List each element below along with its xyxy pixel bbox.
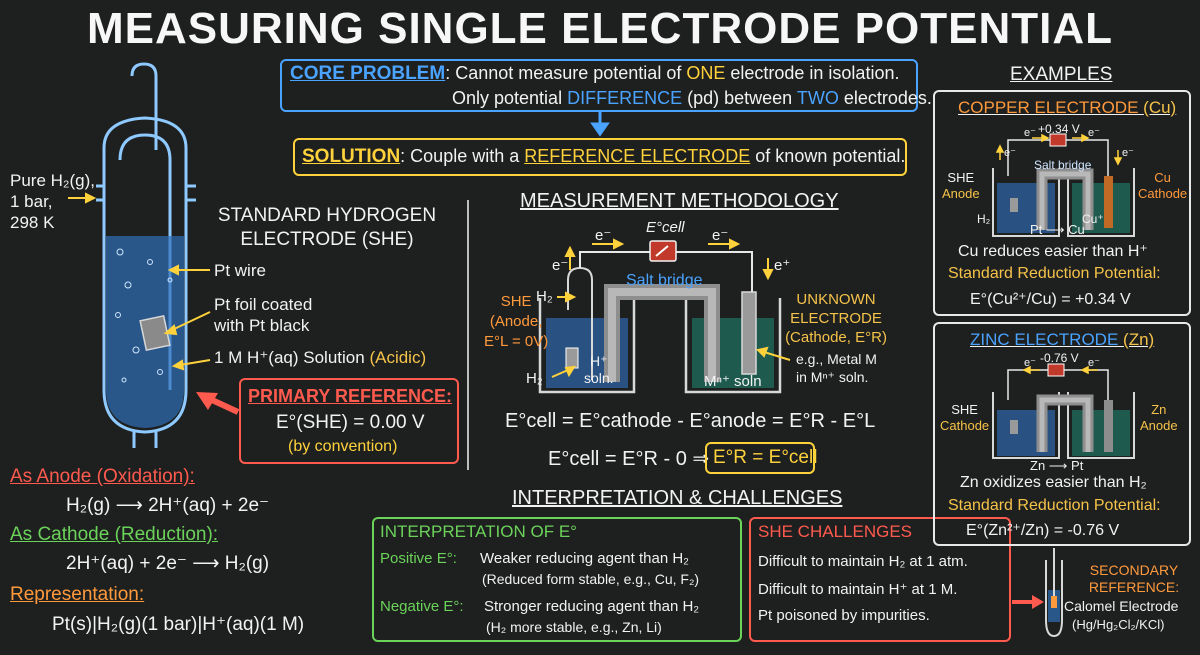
she-anode-equation: H₂(g) ⟶ 2H⁺(aq) + 2e⁻ bbox=[66, 495, 270, 516]
method-e-right: e⁻ bbox=[712, 227, 729, 244]
copper-h2: H₂ bbox=[977, 212, 991, 226]
interp-box bbox=[372, 517, 742, 642]
copper-srp-label: Standard Reduction Potential: bbox=[948, 265, 1161, 282]
interp-negative-text: Stronger reducing agent than H₂ bbox=[484, 598, 700, 615]
core-problem-label: CORE PROBLEM bbox=[290, 63, 446, 84]
method-salt-bridge: Salt bridge bbox=[626, 272, 703, 289]
zinc-title: ZINC ELECTRODE (Zn) bbox=[970, 330, 1155, 349]
primary-reference-value: E°(SHE) = 0.00 V bbox=[276, 412, 425, 433]
core-to-solution-arrow bbox=[590, 112, 610, 137]
copper-e2: e⁻ bbox=[1088, 127, 1100, 139]
challenge-item-2: Difficult to maintain H⁺ at 1 M. bbox=[758, 581, 958, 598]
copper-e1: e⁻ bbox=[1024, 127, 1036, 139]
solution-text: SOLUTION: Couple with a REFERENCE ELECTR… bbox=[302, 146, 906, 167]
pt-wire-label: Pt wire bbox=[214, 261, 266, 280]
copper-reaction: Pt ⟶ Cu bbox=[1030, 222, 1085, 237]
zinc-statement: Zn oxidizes easier than H₂ bbox=[960, 474, 1147, 491]
copper-cell-diagram bbox=[992, 133, 1135, 237]
zinc-reaction: Zn ⟶ Pt bbox=[1030, 458, 1084, 473]
core-problem-line2: Only potential DIFFERENCE (pd) between T… bbox=[452, 88, 932, 108]
method-ecell-label: E°cell bbox=[646, 219, 685, 236]
core-problem-box bbox=[280, 59, 918, 112]
method-metal-note: e.g., Metal M in Mⁿ⁺ soln. bbox=[796, 351, 877, 385]
she-pointer-arrows bbox=[68, 192, 211, 371]
secondary-reference-formula: (Hg/Hg₂Cl₂/KCl) bbox=[1072, 617, 1165, 632]
method-h2-top: H₂ bbox=[536, 288, 553, 305]
interp-heading: INTERPRETATION & CHALLENGES bbox=[512, 487, 843, 509]
interp-negative-label: Negative E°: bbox=[380, 598, 464, 615]
method-e-down: e⁺ bbox=[774, 257, 791, 274]
method-equation-1: E°cell = E°cathode - E°anode = E°R - E°L bbox=[505, 410, 876, 432]
solution-box bbox=[293, 138, 907, 176]
interp-positive-text: Weaker reducing agent than H₂ bbox=[480, 550, 690, 567]
challenge-item-1: Difficult to maintain H₂ at 1 atm. bbox=[758, 553, 968, 570]
challenges-box bbox=[749, 517, 1011, 642]
zinc-cell-diagram bbox=[992, 363, 1135, 459]
she-solution-label: 1 M H⁺(aq) Solution (Acidic) bbox=[214, 348, 427, 367]
she-bubbles bbox=[115, 248, 175, 383]
zinc-voltage: -0.76 V bbox=[1040, 351, 1079, 365]
primary-reference-label: PRIMARY REFERENCE: bbox=[248, 386, 453, 406]
method-unknown-label: UNKNOWN ELECTRODE (Cathode, E°R) bbox=[785, 291, 887, 346]
copper-example-box bbox=[933, 90, 1191, 316]
method-mn-soln: Mⁿ⁺ soln bbox=[704, 373, 762, 390]
zinc-srp-label: Standard Reduction Potential: bbox=[948, 497, 1161, 514]
copper-voltage: +0.34 V bbox=[1038, 122, 1080, 136]
challenges-arrow bbox=[1012, 595, 1044, 609]
method-hplus-soln: H⁺ soln. bbox=[584, 353, 614, 386]
method-h2-bottom: H₂ bbox=[526, 370, 543, 387]
she-pt-foil bbox=[139, 314, 171, 352]
she-feed-label: Pure H₂(g), 1 bar, 298 K bbox=[10, 171, 96, 232]
she-apparatus bbox=[96, 62, 196, 448]
method-e-left: e⁻ bbox=[595, 227, 612, 244]
she-cathode-equation: 2H⁺(aq) + 2e⁻ ⟶ H₂(g) bbox=[66, 553, 270, 574]
method-result-box bbox=[705, 442, 815, 474]
zinc-right-label: Zn Anode bbox=[1140, 402, 1178, 433]
method-she-label: SHE (Anode, E°L = 0V) bbox=[484, 293, 549, 350]
method-equation-2: E°cell = E°R - 0 ⇒ bbox=[548, 448, 710, 470]
method-e-up: e⁻ bbox=[552, 257, 569, 274]
copper-e3: e⁻ bbox=[1004, 147, 1016, 159]
copper-left-label: SHE Anode bbox=[942, 170, 980, 201]
copper-right-label: Cu Cathode bbox=[1138, 170, 1188, 201]
core-problem-line1: CORE PROBLEM: Cannot measure potential o… bbox=[290, 63, 900, 84]
challenges-title: SHE CHALLENGES bbox=[758, 522, 912, 541]
method-title: MEASUREMENT METHODOLOGY bbox=[520, 190, 839, 212]
interp-negative-sub: (H₂ more stable, e.g., Zn, Li) bbox=[486, 619, 662, 635]
zinc-left-label: SHE Cathode bbox=[940, 402, 990, 433]
copper-srp-value: E°(Cu²⁺/Cu) = +0.34 V bbox=[970, 291, 1131, 308]
examples-heading: EXAMPLES bbox=[1010, 64, 1113, 85]
she-cathode-label: As Cathode (Reduction): bbox=[10, 524, 219, 545]
copper-statement: Cu reduces easier than H⁺ bbox=[958, 243, 1148, 260]
interp-positive-label: Positive E°: bbox=[380, 550, 457, 567]
method-result-text: E°R = E°cell bbox=[713, 447, 818, 468]
pt-foil-label: Pt foil coated with Pt black bbox=[214, 295, 313, 335]
copper-cuplus: Cu⁺ bbox=[1082, 212, 1104, 226]
primary-reference-note: (by convention) bbox=[288, 438, 398, 455]
secondary-reference-name: Calomel Electrode bbox=[1064, 598, 1179, 614]
primary-reference-arrow bbox=[196, 392, 240, 415]
she-title: STANDARD HYDROGEN ELECTRODE (SHE) bbox=[217, 205, 437, 250]
interp-positive-sub: (Reduced form stable, e.g., Cu, F₂) bbox=[482, 571, 700, 587]
interp-title: INTERPRETATION OF E° bbox=[380, 522, 577, 541]
primary-reference-box bbox=[239, 378, 459, 464]
copper-title: COPPER ELECTRODE (Cu) bbox=[958, 98, 1177, 117]
page-title: MEASURING SINGLE ELECTRODE POTENTIAL bbox=[86, 4, 1114, 53]
zinc-example-box bbox=[933, 322, 1191, 546]
copper-salt-bridge: Salt bridge bbox=[1034, 158, 1092, 172]
zinc-srp-value: E°(Zn²⁺/Zn) = -0.76 V bbox=[966, 522, 1120, 539]
calomel-electrode-drawing bbox=[1045, 548, 1063, 638]
secondary-reference-label: SECONDARY REFERENCE: bbox=[1088, 562, 1180, 595]
challenge-item-3: Pt poisoned by impurities. bbox=[758, 607, 930, 624]
method-cell-diagram bbox=[538, 238, 791, 394]
she-anode-label: As Anode (Oxidation): bbox=[10, 466, 195, 487]
solution-label: SOLUTION bbox=[302, 146, 401, 167]
she-representation-label: Representation: bbox=[10, 584, 145, 605]
she-representation-equation: Pt(s)|H₂(g)(1 bar)|H⁺(aq)(1 M) bbox=[52, 614, 305, 635]
copper-e4: e⁻ bbox=[1122, 147, 1134, 159]
zinc-e1: e⁻ bbox=[1024, 357, 1036, 369]
zinc-e2: e⁻ bbox=[1088, 357, 1100, 369]
